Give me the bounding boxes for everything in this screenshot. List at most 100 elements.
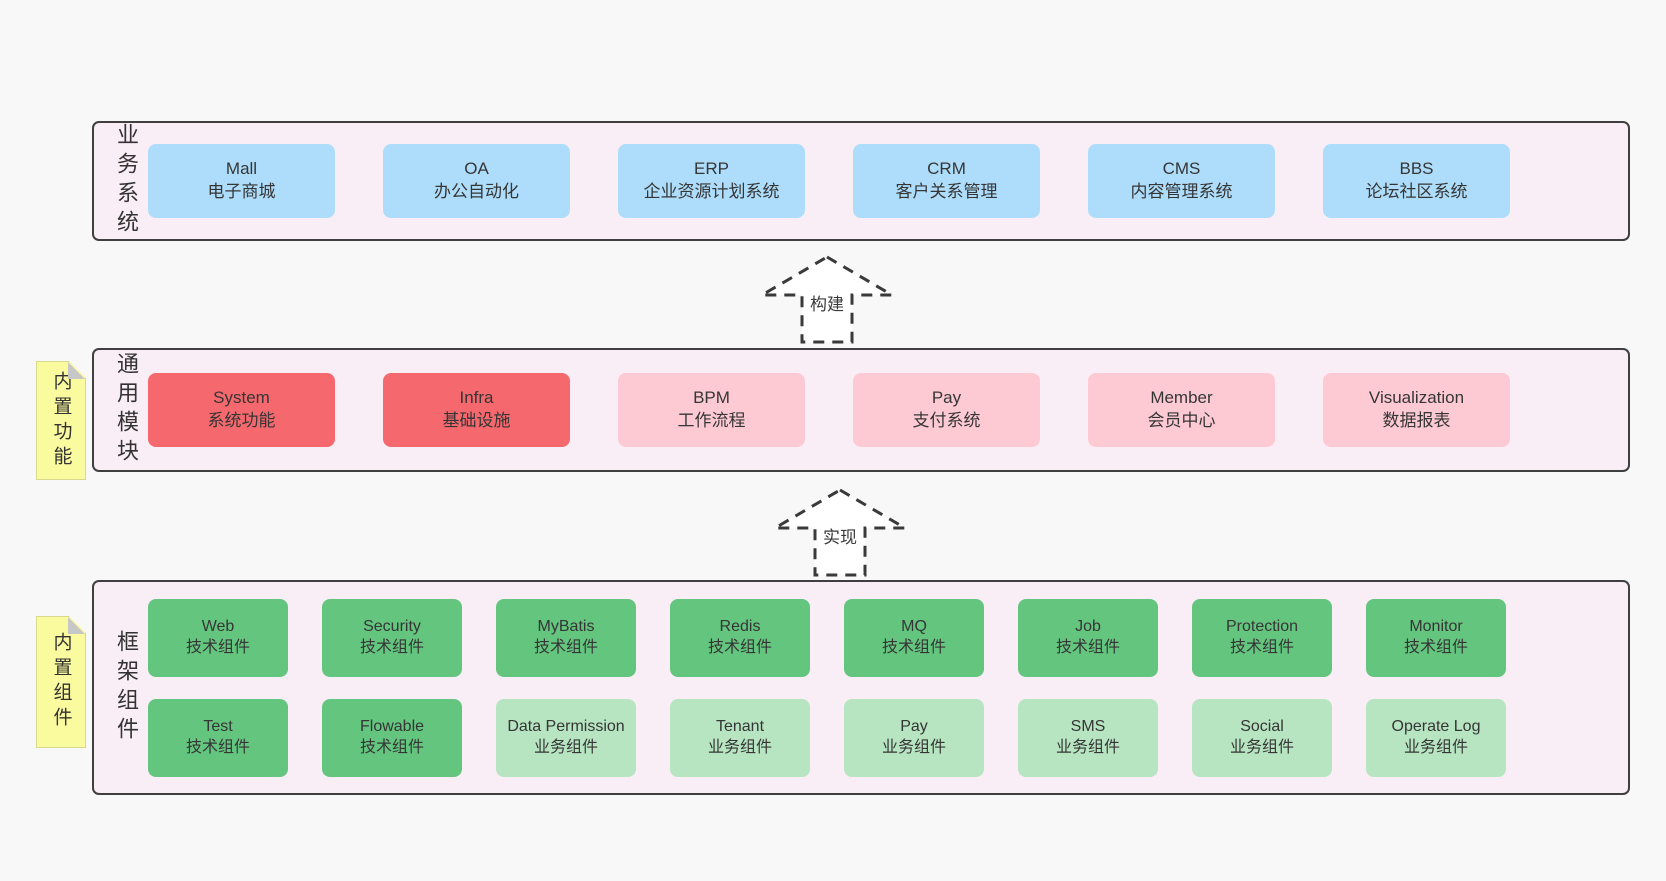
box-system: System 系统功能	[148, 373, 335, 447]
box-name: Data Permission	[507, 717, 625, 735]
box-desc: 技术组件	[185, 738, 250, 756]
implement-arrow-label: 实现	[820, 523, 860, 548]
box-desc: 技术组件	[1403, 638, 1468, 656]
box-pay: Pay 支付系统	[853, 373, 1040, 447]
box-desc: 技术组件	[881, 638, 946, 656]
box-desc: 业务组件	[1403, 738, 1468, 756]
box-desc: 基础设施	[442, 411, 511, 430]
box-desc: 业务组件	[1229, 738, 1294, 756]
box-name: Social	[1240, 717, 1284, 735]
box-erp: ERP 企业资源计划系统	[618, 144, 805, 218]
box-desc: 支付系统	[912, 411, 981, 430]
implement-arrow: 实现	[770, 487, 910, 579]
box-desc: 内容管理系统	[1130, 182, 1233, 201]
box-desc: 电子商城	[207, 182, 276, 201]
box-name: CMS	[1162, 159, 1201, 179]
layer-label-business-systems: 业务系统	[114, 123, 139, 239]
module-row: Mall 电子商城 OA 办公自动化 ERP 企业资源计划系统 CRM 客户关系管理 CMS 内容…	[148, 144, 1628, 218]
box-name: Operate Log	[1391, 717, 1481, 735]
box-name: CRM	[927, 159, 966, 179]
box-desc: 业务组件	[533, 738, 598, 756]
box-name: Monitor	[1409, 617, 1463, 635]
box-name: BBS	[1399, 159, 1434, 179]
box-name: MQ	[901, 617, 927, 635]
box-member: Member 会员中心	[1088, 373, 1275, 447]
box-name: Redis	[719, 617, 761, 635]
box-name: Infra	[459, 388, 494, 408]
build-arrow: 构建	[757, 254, 897, 346]
box-tenant: Tenant 业务组件	[670, 698, 810, 777]
box-crm: CRM 客户关系管理	[853, 144, 1040, 218]
sticky-note-text: 内置组件	[50, 632, 72, 732]
box-desc: 系统功能	[207, 411, 276, 430]
box-name: SMS	[1070, 717, 1106, 735]
box-security: Security 技术组件	[322, 598, 462, 677]
box-job: Job 技术组件	[1018, 598, 1158, 677]
box-name: Mall	[225, 159, 258, 179]
box-name: MyBatis	[537, 617, 595, 635]
box-name: Member	[1150, 388, 1213, 408]
box-desc: 技术组件	[707, 638, 772, 656]
sticky-note-built-in-components: 内置组件	[36, 616, 86, 748]
sticky-note-text: 内置功能	[50, 370, 72, 471]
box-social: Social 业务组件	[1192, 698, 1332, 777]
box-bbs: BBS 论坛社区系统	[1323, 144, 1510, 218]
box-redis: Redis 技术组件	[670, 598, 810, 677]
box-desc: 技术组件	[533, 638, 598, 656]
box-mall: Mall 电子商城	[148, 144, 335, 218]
layer-framework-components: 框架组件 Web 技术组件 Security 技术组件 MyBatis 技术组件 Redis 技…	[92, 580, 1630, 795]
box-desc: 技术组件	[1055, 638, 1120, 656]
sticky-note-built-in-features: 内置功能	[36, 361, 86, 480]
box-desc: 业务组件	[707, 738, 772, 756]
box-name: Flowable	[359, 717, 425, 735]
box-name: Security	[363, 617, 421, 635]
box-name: BPM	[693, 388, 730, 408]
box-desc: 会员中心	[1147, 411, 1216, 430]
box-name: Test	[203, 717, 233, 735]
layer-rows: System 系统功能 Infra 基础设施 BPM 工作流程 Pay 支付系统 Member 会…	[148, 350, 1628, 470]
layer-rows: Mall 电子商城 OA 办公自动化 ERP 企业资源计划系统 CRM 客户关系管理 CMS 内容…	[148, 123, 1628, 239]
box-name: OA	[464, 159, 489, 179]
box-name: Visualization	[1368, 388, 1465, 408]
box-visualization: Visualization 数据报表	[1323, 373, 1510, 447]
box-mybatis: MyBatis 技术组件	[496, 598, 636, 677]
box-name: Protection	[1225, 617, 1299, 635]
box-name: Web	[201, 617, 235, 635]
box-desc: 业务组件	[881, 738, 946, 756]
box-test: Test 技术组件	[148, 698, 288, 777]
build-arrow-label: 构建	[807, 290, 847, 315]
layer-label-common-modules: 通用模块	[114, 352, 139, 468]
box-name: Job	[1075, 617, 1101, 635]
box-data-permission: Data Permission 业务组件	[496, 698, 636, 777]
layer-common-modules: 通用模块 System 系统功能 Infra 基础设施 BPM 工作流程 Pay 支付系统 Mem…	[92, 348, 1630, 472]
box-desc: 技术组件	[359, 638, 424, 656]
box-name: System	[213, 388, 270, 408]
box-name: Pay	[900, 717, 928, 735]
box-desc: 工作流程	[677, 411, 746, 430]
box-cms: CMS 内容管理系统	[1088, 144, 1275, 218]
box-oa: OA 办公自动化	[383, 144, 570, 218]
box-web: Web 技术组件	[148, 598, 288, 677]
box-name: Tenant	[715, 717, 765, 735]
box-infra: Infra 基础设施	[383, 373, 570, 447]
box-desc: 客户关系管理	[895, 182, 998, 201]
box-name: Pay	[931, 388, 962, 408]
box-monitor: Monitor 技术组件	[1366, 598, 1506, 677]
box-desc: 数据报表	[1382, 411, 1451, 430]
box-bpm: BPM 工作流程	[618, 373, 805, 447]
box-name: ERP	[694, 159, 729, 179]
box-desc: 论坛社区系统	[1365, 182, 1468, 201]
box-desc: 企业资源计划系统	[643, 182, 780, 201]
layer-label-framework-components: 框架组件	[114, 629, 139, 746]
box-desc: 技术组件	[185, 638, 250, 656]
box-desc: 办公自动化	[434, 182, 519, 201]
module-row: System 系统功能 Infra 基础设施 BPM 工作流程 Pay 支付系统 Member 会…	[148, 373, 1628, 447]
box-operate-log: Operate Log 业务组件	[1366, 698, 1506, 777]
